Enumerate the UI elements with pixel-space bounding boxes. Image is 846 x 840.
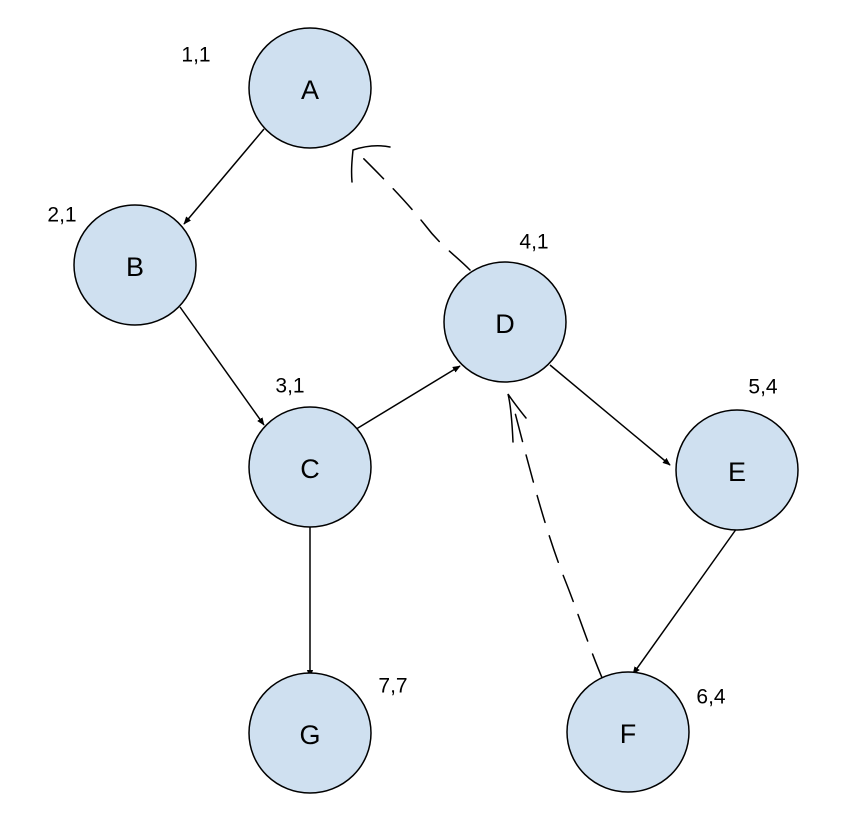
back-edges — [350, 145, 604, 681]
node-a-circle — [248, 27, 372, 149]
node-c[interactable]: C — [248, 406, 372, 528]
nodes: A B C D E F G — [73, 27, 799, 794]
node-e-label: E — [728, 457, 746, 487]
back-edge-f-d — [507, 393, 604, 681]
node-d-annotation: 4,1 — [519, 231, 548, 254]
node-a-label: A — [301, 75, 319, 105]
back-edge-d-a-arrowhead — [350, 145, 391, 183]
edge-c-d — [352, 365, 461, 432]
back-edge-f-d-arrowhead — [507, 393, 527, 443]
node-a-annotation: 1,1 — [181, 44, 210, 67]
node-b-annotation: 2,1 — [47, 204, 76, 227]
node-c-annotation: 3,1 — [275, 375, 304, 398]
edge-d-e — [549, 364, 671, 466]
node-e-annotation: 5,4 — [748, 376, 778, 399]
edges — [179, 128, 738, 678]
node-annotations: 1,1 2,1 3,1 4,1 5,4 6,4 7,7 — [47, 44, 778, 709]
node-a[interactable]: A — [248, 27, 372, 149]
back-edge-d-a — [350, 145, 471, 271]
node-g-label: G — [299, 720, 320, 750]
node-b-label: B — [126, 252, 144, 282]
edge-e-f — [632, 527, 738, 675]
node-g[interactable]: G — [248, 672, 372, 794]
node-d-circle — [443, 261, 567, 383]
edge-b-c — [179, 306, 265, 426]
node-e-circle — [675, 409, 799, 531]
node-g-circle — [248, 672, 372, 794]
node-e[interactable]: E — [675, 409, 799, 531]
node-d-label: D — [495, 309, 515, 339]
edge-a-b — [183, 128, 265, 225]
node-c-label: C — [300, 454, 320, 484]
node-f-label: F — [620, 719, 637, 749]
node-c-circle — [248, 406, 372, 528]
node-g-annotation: 7,7 — [378, 675, 407, 698]
node-b[interactable]: B — [73, 204, 197, 326]
node-b-circle — [73, 204, 197, 326]
node-d[interactable]: D — [443, 261, 567, 383]
node-f[interactable]: F — [566, 671, 690, 793]
node-f-annotation: 6,4 — [696, 686, 726, 709]
node-f-circle — [566, 671, 690, 793]
